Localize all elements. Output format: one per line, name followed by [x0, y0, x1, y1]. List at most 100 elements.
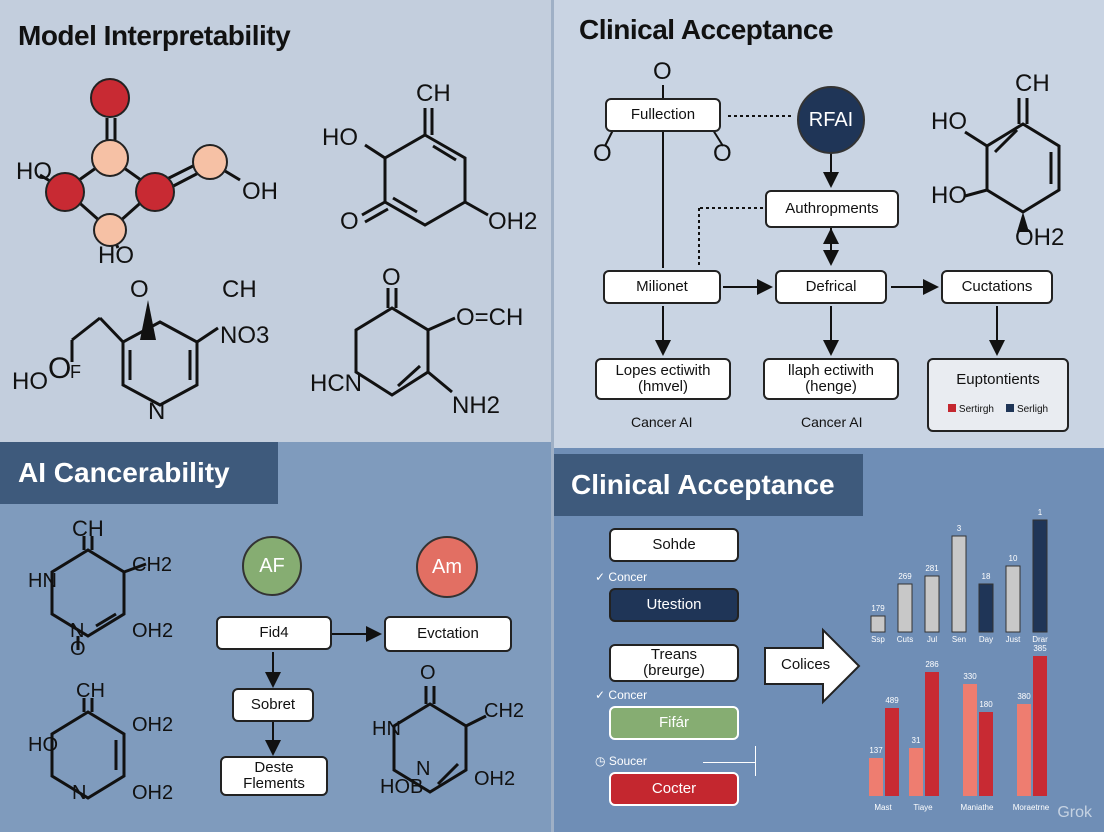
label-o: O — [130, 276, 149, 303]
divider-line — [755, 746, 756, 776]
panel-clinical-acceptance-charts: Clinical Acceptance Sohde ✓ Concer Utest… — [553, 448, 1104, 832]
node-rfai[interactable]: RFAI — [797, 86, 865, 154]
label-o: O — [713, 140, 732, 167]
category-label: Maniathe — [961, 803, 994, 812]
node-milionet[interactable]: Milionet — [603, 270, 721, 304]
node-utestion[interactable]: Utestion — [609, 588, 739, 622]
node-line: Flements — [243, 775, 305, 792]
label-o: O — [70, 638, 86, 660]
node-am[interactable]: Am — [416, 536, 478, 598]
label-oh2: OH2 — [132, 714, 174, 736]
node-fullection[interactable]: Fullection — [605, 98, 721, 132]
flow-connectors — [604, 85, 1061, 356]
bar-value-label: 489 — [885, 696, 899, 705]
check-icon: ✓ — [595, 570, 606, 584]
bar — [1032, 519, 1048, 633]
label-hn: HN — [372, 718, 401, 740]
label-f: F — [70, 362, 81, 382]
bar-value-label: 385 — [1033, 644, 1047, 653]
vertical-divider — [551, 0, 554, 832]
bar-value-label: 281 — [925, 564, 939, 573]
bar — [870, 615, 886, 633]
category-label: Just — [1006, 635, 1021, 644]
clock-icon: ◷ — [595, 754, 606, 768]
node-fid4[interactable]: Fid4 — [216, 616, 332, 650]
label-nh2: NH2 — [452, 392, 501, 419]
label-hn: HN — [28, 570, 57, 592]
panel-title: Clinical Acceptance — [579, 14, 834, 45]
node-defrical[interactable]: Defrical — [775, 270, 887, 304]
node-line: (henge) — [805, 378, 857, 395]
node-lopes[interactable]: Lopes ectiwith (hmvel) — [595, 358, 731, 400]
bar-value-label: 286 — [925, 660, 939, 669]
legend-swatch — [947, 404, 956, 412]
bar-value-label: 330 — [963, 672, 977, 681]
label-oh2: OH2 — [132, 782, 174, 804]
label-ho: HO — [12, 368, 48, 395]
node-sobret[interactable]: Sobret — [232, 688, 314, 722]
bar — [979, 712, 993, 796]
label-ch2: CH2 — [132, 554, 173, 576]
node-authropments[interactable]: Authropments — [765, 190, 899, 228]
legend-item: Serligh — [1005, 402, 1048, 418]
label-ho: HO — [931, 182, 967, 209]
node-cuctations[interactable]: Cuctations — [941, 270, 1053, 304]
check-icon: ✓ — [595, 688, 606, 702]
label-o: O — [593, 140, 612, 167]
check-label: ✓ Concer — [595, 688, 647, 702]
label-ho: HO — [322, 124, 358, 151]
node-sohde[interactable]: Sohde — [609, 528, 739, 562]
node-fifar[interactable]: Fifár — [609, 706, 739, 740]
node-line: Deste — [254, 759, 294, 776]
node-euptontients[interactable]: Euptontients Sertirgh Serligh — [927, 358, 1069, 432]
node-af[interactable]: AF — [242, 536, 302, 596]
label-o: O — [340, 208, 359, 235]
bar — [924, 575, 940, 633]
category-label: Cuts — [897, 635, 913, 644]
check-text: Concer — [608, 570, 648, 584]
label-ho: HO — [16, 158, 52, 185]
bar — [925, 672, 939, 796]
panel-title: Clinical Acceptance — [553, 454, 863, 516]
panel-clinical-acceptance-flow: Clinical Acceptance — [553, 0, 1104, 448]
node-evctation[interactable]: Evctation — [384, 616, 512, 652]
label-o: O — [420, 662, 436, 684]
bar-value-label: 179 — [871, 604, 885, 613]
panel-title: AI Cancerability — [0, 442, 278, 504]
label-oh2: OH2 — [132, 620, 174, 642]
node-llaph[interactable]: llaph ectiwith (henge) — [763, 358, 899, 400]
check-text: Soucer — [608, 754, 647, 768]
bar-chart-bottom: 137489Mast31286Tiaye330180Maniathe380385… — [869, 644, 1050, 812]
legend-item: Sertirgh — [947, 402, 994, 418]
bar-value-label: 18 — [982, 572, 991, 581]
arrow-label: Colices — [781, 656, 831, 673]
node-line: Lopes ectiwith — [615, 362, 711, 379]
bar — [885, 708, 899, 796]
category-label: Sen — [952, 635, 966, 644]
label-oh: OH — [242, 178, 278, 205]
panel-title: Model Interpretability — [18, 20, 291, 51]
caption-cancer-ai: Cancer AI — [631, 414, 693, 430]
category-label: Moraetrne — [1013, 803, 1050, 812]
category-label: Mast — [874, 803, 892, 812]
watermark: Grok — [1057, 804, 1092, 821]
legend: Sertirgh Serligh — [947, 402, 1048, 418]
diagram-connectors — [50, 536, 487, 800]
label-ch: CH — [76, 680, 105, 702]
label-n: N — [72, 782, 87, 804]
check-text: Concer — [608, 688, 648, 702]
bar-value-label: 3 — [957, 524, 962, 533]
node-line: Treans — [650, 646, 698, 663]
label-ho: HO — [28, 734, 58, 756]
node-deste-flements[interactable]: Deste Flements — [220, 756, 328, 796]
bar — [1017, 704, 1031, 796]
node-line: llaph ectiwith — [788, 362, 874, 379]
bar-value-label: 180 — [979, 700, 993, 709]
check-label: ✓ Concer — [595, 570, 647, 584]
node-cocter[interactable]: Cocter — [609, 772, 739, 806]
bar-value-label: 269 — [898, 572, 912, 581]
category-label: Jul — [927, 635, 937, 644]
label-n: N — [148, 398, 166, 425]
label-no3: NO3 — [220, 322, 270, 349]
node-treans[interactable]: Treans (breurge) — [609, 644, 739, 682]
